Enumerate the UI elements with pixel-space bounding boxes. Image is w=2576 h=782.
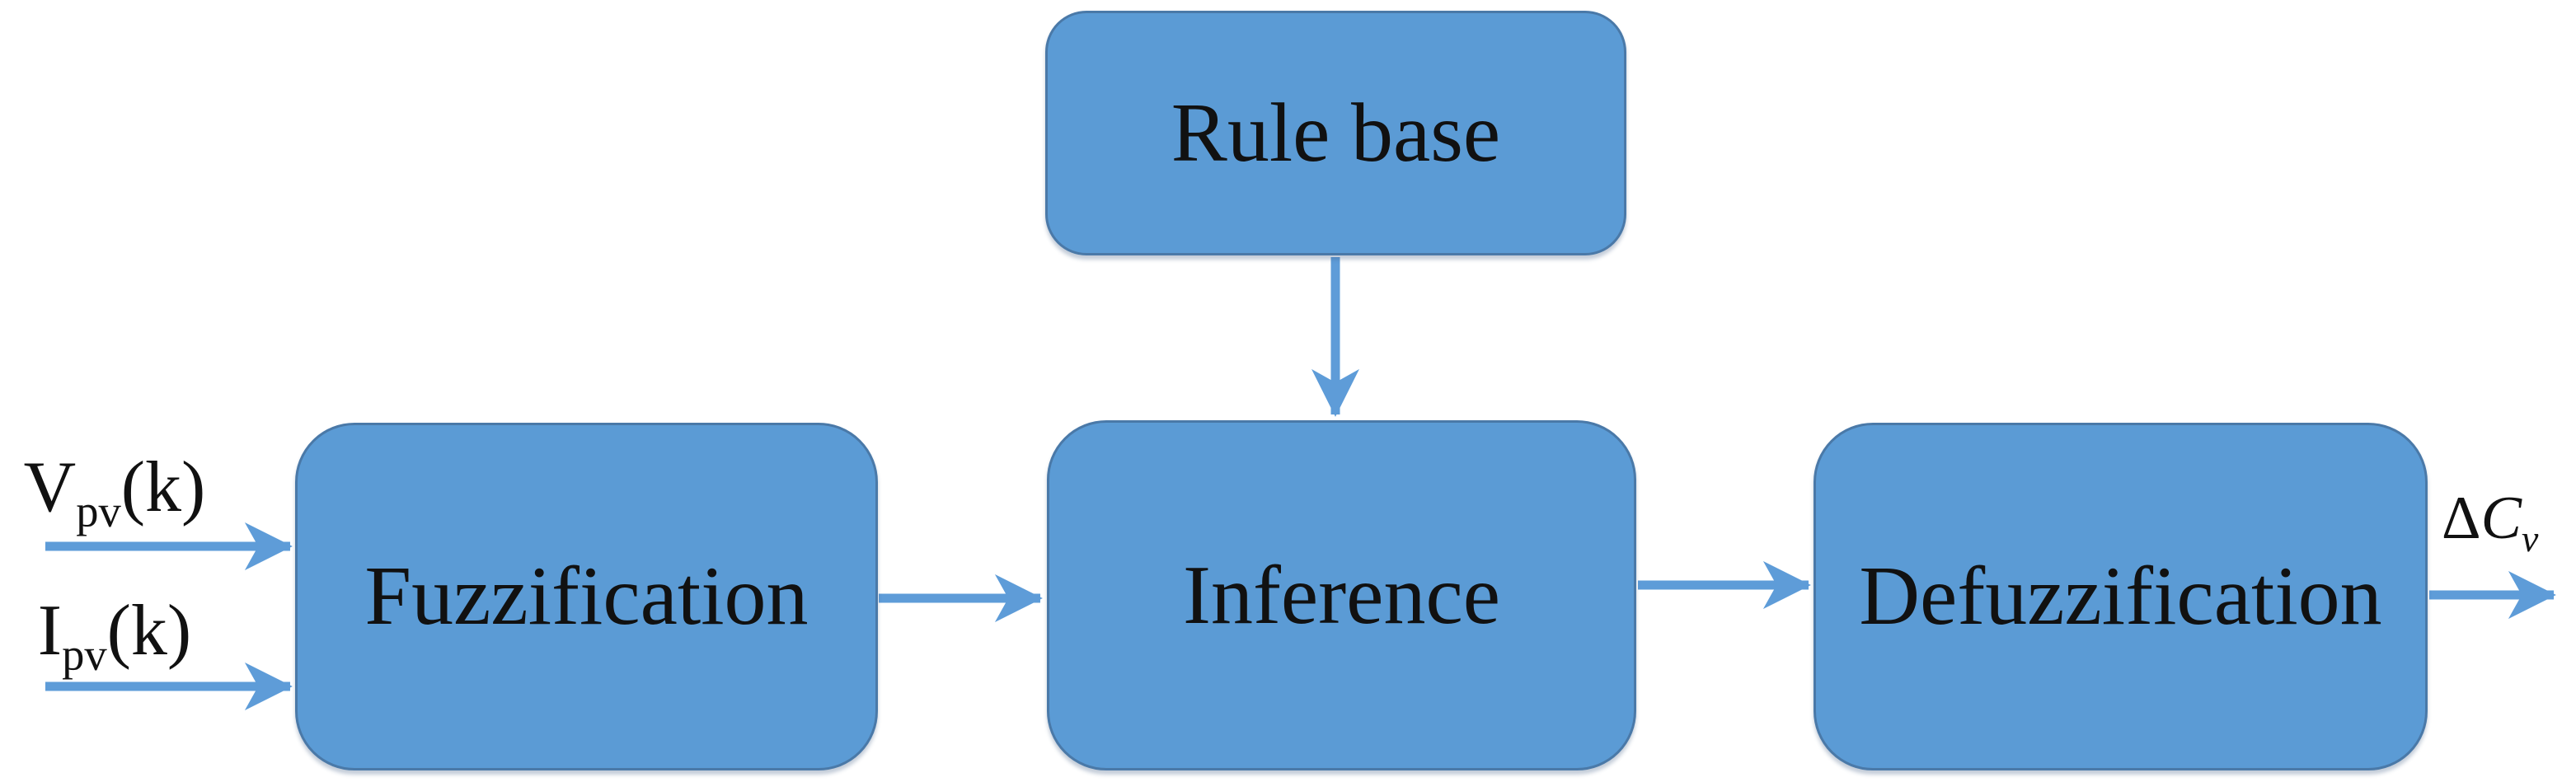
fuzzification-block: Fuzzification — [295, 423, 878, 770]
ipv-subscript: pv — [62, 630, 107, 681]
input-label-vpv: Vpv(k) — [12, 452, 218, 534]
defuzzification-block: Defuzzification — [1814, 423, 2428, 770]
ipv-base: I — [37, 591, 63, 671]
delta-symbol: Δ — [2442, 485, 2481, 552]
input-label-ipv: Ipv(k) — [12, 595, 218, 677]
rule-base-label: Rule base — [1171, 86, 1501, 180]
ipv-argument: (k) — [106, 591, 192, 671]
vpv-subscript: pv — [76, 486, 121, 537]
inference-block: Inference — [1047, 420, 1636, 770]
vpv-base: V — [23, 447, 77, 527]
output-label-delta-cv: ΔCv — [2442, 485, 2538, 557]
inference-label: Inference — [1183, 548, 1500, 642]
fuzzification-label: Fuzzification — [364, 550, 809, 643]
rule-base-block: Rule base — [1045, 11, 1626, 255]
cv-subscript: v — [2521, 517, 2539, 560]
cv-base: C — [2480, 485, 2522, 552]
vpv-argument: (k) — [120, 447, 206, 527]
defuzzification-label: Defuzzification — [1859, 550, 2382, 643]
